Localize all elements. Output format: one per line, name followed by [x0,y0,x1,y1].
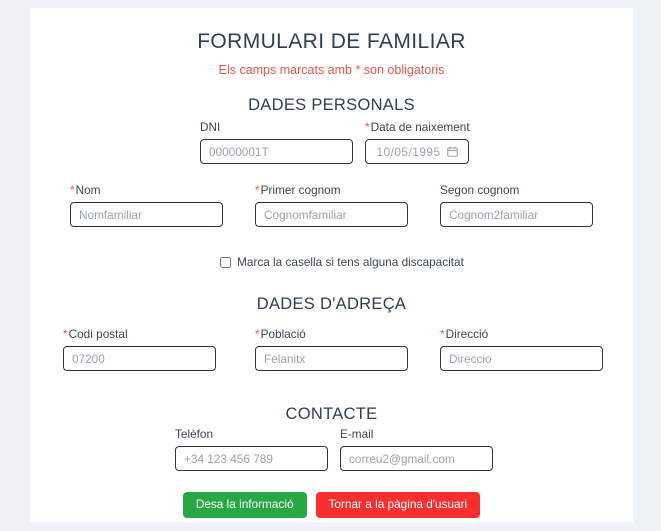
form-card: FORMULARI DE FAMILIAR Els camps marcats … [30,8,633,522]
page-title: FORMULARI DE FAMILIAR [197,30,466,53]
label-dni: DNI [200,120,353,134]
required-asterisk: * [440,327,445,341]
required-asterisk: * [255,183,260,197]
required-asterisk: * [255,327,260,341]
data-naixement-input[interactable]: 10/05/1995 [365,139,469,164]
calendar-icon[interactable] [446,146,458,157]
label-segon-cognom-text: Segon cognom [440,183,520,197]
discapacitat-checkbox[interactable] [220,256,231,268]
required-fields-note: Els camps marcats amb * son obligatoris [218,63,445,77]
dni-input[interactable] [200,139,353,164]
field-data-naixement: *Data de naixement 10/05/1995 [365,120,470,164]
discapacitat-checkbox-label: Marca la casella si tens alguna discapac… [237,255,464,269]
back-to-user-page-button[interactable]: Tornar a la pàgina d'usuari [315,492,481,518]
label-primer-cognom: *Primer cognom [255,183,408,197]
form-actions: Desa la informació Tornar a la pàgina d'… [30,492,633,518]
label-codi-postal: *Codi postal [63,327,216,341]
required-asterisk: * [63,327,68,341]
field-poblacio: *Població [255,327,408,371]
nom-input[interactable] [70,202,223,227]
data-naixement-value: 10/05/1995 [376,144,441,159]
section-heading-dades-personals: DADES PERSONALS [248,96,415,114]
discapacitat-checkbox-row[interactable]: Marca la casella si tens alguna discapac… [220,255,464,269]
label-data-naixement-text: Data de naixement [370,120,470,134]
label-nom-text: Nom [75,183,101,197]
label-email-text: E-mail [340,427,374,441]
email-input[interactable] [340,446,493,471]
field-primer-cognom: *Primer cognom [255,183,408,227]
telefon-input[interactable] [175,446,328,471]
label-email: E-mail [340,427,493,441]
required-asterisk: * [70,183,75,197]
label-telefon: Telèfon [175,427,328,441]
label-dni-text: DNI [200,120,221,134]
codi-postal-input[interactable] [63,346,216,371]
label-segon-cognom: Segon cognom [440,183,593,197]
field-dni: DNI [200,120,353,164]
section-heading-dades-adreca: DADES D'ADREÇA [256,295,407,313]
direccio-input[interactable] [440,346,603,371]
required-asterisk: * [365,120,370,134]
field-segon-cognom: Segon cognom [440,183,593,227]
label-direccio: *Direcció [440,327,603,341]
label-telefon-text: Telèfon [175,427,214,441]
label-primer-cognom-text: Primer cognom [260,183,341,197]
section-heading-contacte: CONTACTE [285,405,378,423]
save-button[interactable]: Desa la informació [182,492,307,518]
segon-cognom-input[interactable] [440,202,593,227]
poblacio-input[interactable] [255,346,408,371]
label-codi-postal-text: Codi postal [68,327,128,341]
label-poblacio-text: Població [260,327,306,341]
field-telefon: Telèfon [175,427,328,471]
label-data-naixement: *Data de naixement [365,120,470,134]
label-poblacio: *Població [255,327,408,341]
date-input-wrapper[interactable]: 10/05/1995 [365,139,469,164]
field-nom: *Nom [70,183,223,227]
label-nom: *Nom [70,183,223,197]
primer-cognom-input[interactable] [255,202,408,227]
field-codi-postal: *Codi postal [63,327,216,371]
field-email: E-mail [340,427,493,471]
label-direccio-text: Direcció [445,327,489,341]
field-direccio: *Direcció [440,327,603,371]
